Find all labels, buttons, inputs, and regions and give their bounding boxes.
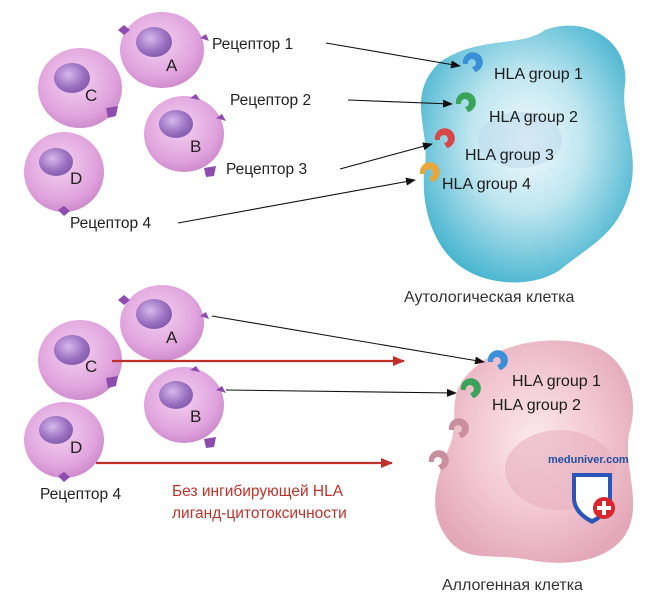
hla-label-2-bottom: HLA group 2 — [492, 397, 581, 414]
autologous-nucleus — [478, 112, 562, 168]
arrow-cell-a-bottom — [211, 315, 485, 365]
hla-label-1-top: HLA group 1 — [494, 66, 583, 83]
red-text-line-1: Без ингибирующей HLA — [172, 483, 344, 500]
receptor-label-4: Рецептор 4 — [70, 215, 151, 232]
cell-letter-c-top: C — [85, 86, 97, 105]
nk-cell-c-bottom — [38, 320, 122, 400]
nk-cell-c-top — [38, 48, 122, 128]
red-text-line-2: лиганд-цитотоксичности — [172, 505, 347, 522]
hla-molecule-1-bottom — [487, 350, 508, 370]
nk-cell-a-bottom — [118, 285, 209, 361]
hla-label-2-top: HLA group 2 — [489, 109, 578, 126]
hla-label-4-top: HLA group 4 — [442, 176, 531, 193]
meduniver-logo: meduniver.com — [548, 454, 629, 524]
caption-allogeneic: Аллогенная клетка — [442, 577, 583, 594]
nk-cell-b-top — [144, 94, 226, 177]
hla-label-1-bottom: HLA group 1 — [512, 373, 601, 390]
arrow-receptor-2 — [347, 99, 453, 108]
cell-letter-a-bottom: A — [166, 328, 178, 347]
caption-autologous: Аутологическая клетка — [404, 289, 575, 306]
hla-label-3-top: HLA group 3 — [465, 147, 554, 164]
arrow-receptor-4 — [177, 177, 416, 224]
cell-letter-b-bottom: B — [190, 407, 201, 426]
receptor-label-3: Рецептор 3 — [226, 161, 307, 178]
cell-letter-d-bottom: D — [70, 438, 82, 457]
receptor-label-2: Рецептор 2 — [230, 92, 311, 109]
hla-molecule-3 — [434, 128, 455, 148]
hla-molecule-1 — [462, 52, 483, 72]
receptor-label-1: Рецептор 1 — [212, 36, 293, 53]
hla-molecule-4 — [419, 162, 440, 182]
cell-letter-b-top: B — [190, 137, 201, 156]
nk-cell-a-top — [118, 12, 209, 88]
nk-cell-b-bottom — [144, 366, 226, 448]
other-molecule-1-bottom — [448, 418, 469, 438]
watermark-text: meduniver.com — [548, 454, 629, 466]
arrow-receptor-3 — [339, 142, 433, 170]
receptor-label-4-bottom: Рецептор 4 — [40, 486, 121, 503]
cell-letter-d-top: D — [70, 169, 82, 188]
other-molecule-2-bottom — [428, 450, 449, 470]
cell-letter-c-bottom: C — [85, 357, 97, 376]
arrow-receptor-1 — [325, 42, 461, 69]
arrow-cell-b-bottom — [225, 388, 457, 397]
hla-molecule-2 — [455, 92, 476, 112]
nk-cell-d-bottom — [24, 402, 104, 482]
hla-molecule-2-bottom — [460, 378, 481, 398]
cell-letter-a-top: A — [166, 56, 178, 75]
nk-cell-d-top — [24, 132, 104, 216]
